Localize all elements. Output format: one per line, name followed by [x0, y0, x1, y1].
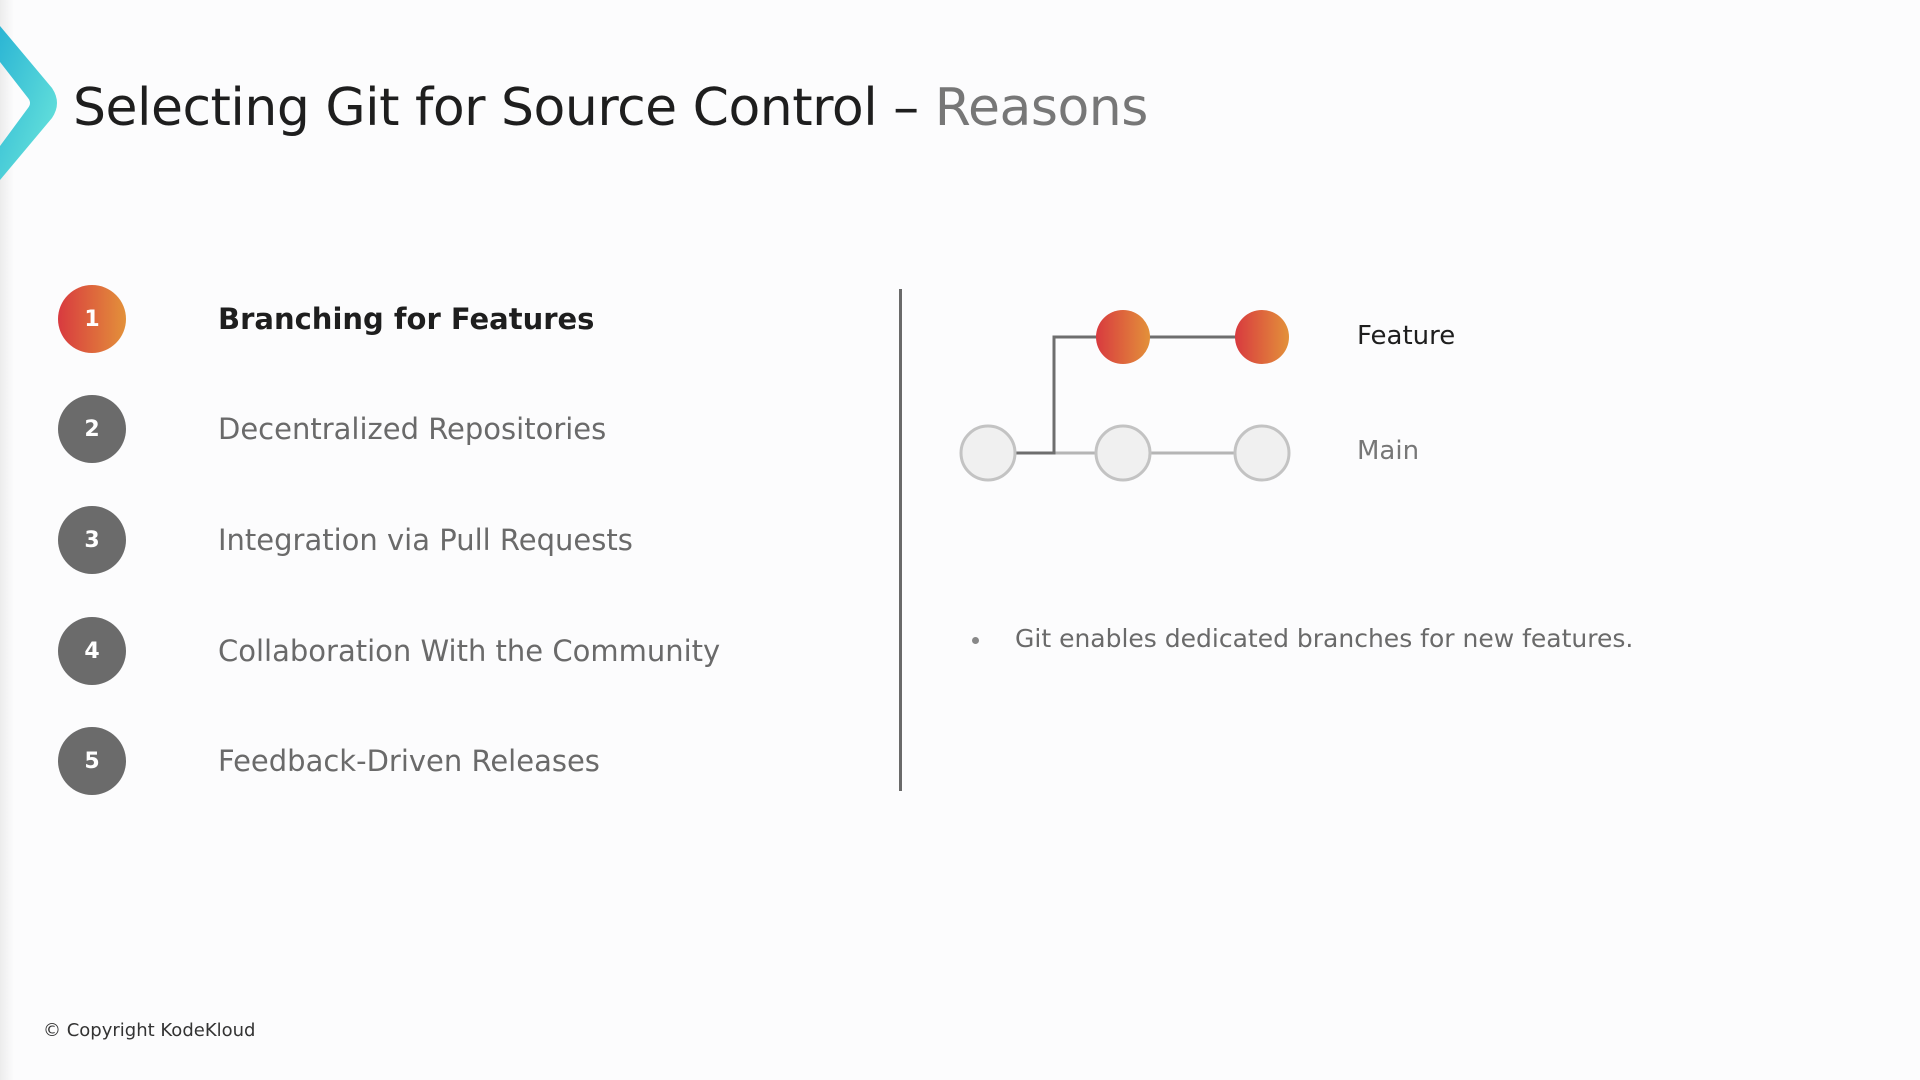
list-item: 3 Integration via Pull Requests [58, 506, 633, 574]
step-number-badge: 4 [58, 617, 126, 685]
main-commit-node [959, 424, 1017, 482]
list-item: 4 Collaboration With the Community [58, 617, 720, 685]
list-item: 2 Decentralized Repositories [58, 395, 606, 463]
list-item-label: Branching for Features [218, 302, 595, 336]
feature-commit-node [1235, 310, 1289, 364]
left-edge-shadow [0, 0, 14, 1080]
list-item-label: Collaboration With the Community [218, 634, 721, 668]
feature-branch-line [1012, 335, 1262, 455]
bullet-point: Git enables dedicated branches for new f… [972, 624, 1633, 653]
list-item-label: Feedback-Driven Releases [218, 744, 600, 778]
bullet-dot-icon [972, 636, 979, 644]
bullet-text: Git enables dedicated branches for new f… [1015, 624, 1634, 653]
list-item: 5 Feedback-Driven Releases [58, 727, 600, 795]
copyright-footer: © Copyright KodeKloud [43, 1020, 256, 1041]
main-commit-node [1233, 424, 1291, 482]
list-item-label: Decentralized Repositories [218, 412, 607, 446]
kodekloud-chevron-logo [0, 26, 57, 180]
title-sub: Reasons [934, 78, 1149, 138]
main-branch-label: Main [1357, 436, 1420, 466]
feature-commit-node [1096, 310, 1150, 364]
step-number-badge: 2 [58, 395, 126, 463]
list-item: 1 Branching for Features [58, 285, 594, 353]
branch-diagram [959, 310, 1291, 482]
page-title: Selecting Git for Source Control – Reaso… [73, 78, 1148, 138]
step-number-badge: 5 [58, 727, 126, 795]
feature-branch-label: Feature [1357, 321, 1456, 351]
step-number-badge: 1 [58, 285, 126, 353]
vertical-divider [899, 289, 902, 791]
title-main: Selecting Git for Source Control – [73, 78, 919, 138]
main-commit-node [1094, 424, 1152, 482]
list-item-label: Integration via Pull Requests [218, 523, 633, 557]
step-number-badge: 3 [58, 506, 126, 574]
